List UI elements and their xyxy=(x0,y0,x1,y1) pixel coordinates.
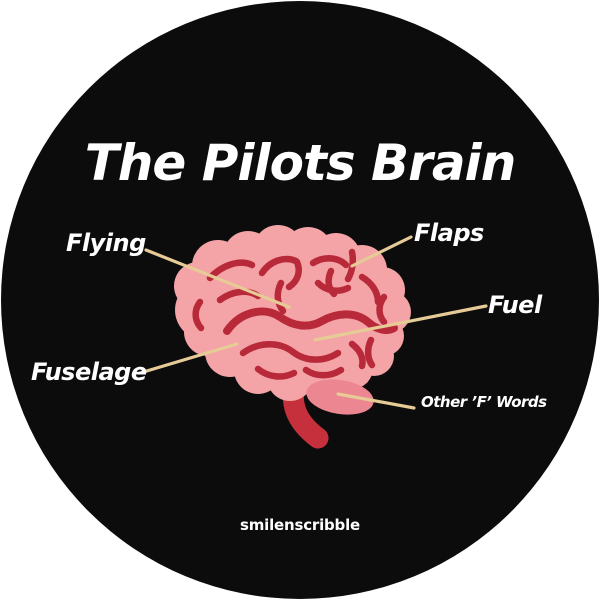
watermark-text: smilenscribble xyxy=(239,516,361,534)
leader-line-flying xyxy=(144,248,291,309)
leader-line-other-f-words xyxy=(336,392,416,410)
label-fuel: Fuel xyxy=(488,291,542,319)
label-other-f-words: Other ’F’ Words xyxy=(421,393,547,411)
sticker-title: The Pilots Brain xyxy=(84,134,517,192)
label-flaps: Flaps xyxy=(414,219,484,247)
leader-line-fuselage xyxy=(138,342,239,375)
brain-cerebellum xyxy=(306,379,374,415)
label-flying: Flying xyxy=(66,229,146,257)
label-fuselage: Fuselage xyxy=(31,358,147,386)
leader-line-flaps xyxy=(350,235,413,268)
leader-line-fuel xyxy=(313,304,488,342)
leader-lines xyxy=(138,235,488,410)
